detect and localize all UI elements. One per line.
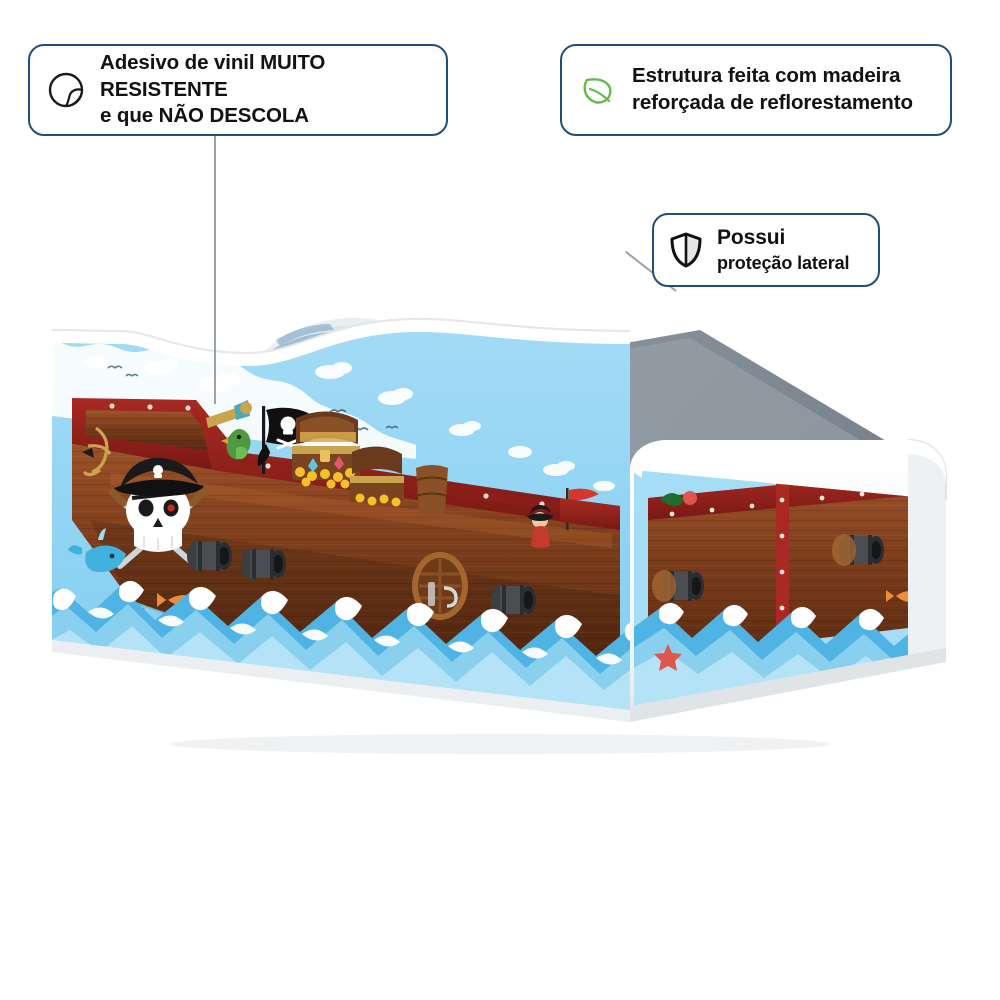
callout-protection-text: Possui proteção lateral [717,224,850,277]
parrot [221,428,251,460]
treasure-chest [292,411,360,489]
anchor [82,426,112,477]
callout-wood-text: Estrutura feita com madeira reforçada de… [632,63,913,116]
leader-line-vinyl [214,136,216,404]
treasure-chest-small [350,446,404,507]
callout-protection: Possui proteção lateral [652,213,880,287]
sticker-peel-icon [46,70,86,110]
side-rail-top-edge [51,317,631,366]
callout-wood-line2: reforçada de reflorestamento [632,91,913,114]
shield-icon [668,231,704,269]
telescope [206,400,252,428]
callout-vinyl-line2: e que NÃO DESCOLA [100,104,310,128]
callout-protection-line1: Possui [717,225,786,249]
starfish [654,644,682,671]
callout-vinyl: Adesivo de vinil MUITO RESISTENTE e que … [28,44,448,136]
side-panel-artwork [52,318,630,718]
pirate-figure [527,505,554,548]
leaf-icon [578,70,618,110]
callout-vinyl-text: Adesivo de vinil MUITO RESISTENTE e que … [100,50,432,130]
bed-frame-footboard [630,439,947,722]
whale [68,528,126,572]
cannons [187,541,536,615]
callout-protection-line2: proteção lateral [717,253,850,273]
callout-wood-line1: Estrutura feita com madeira [632,64,901,88]
skull-emblem [108,458,208,569]
porthole-hatch [412,552,468,620]
barrel [415,465,448,515]
callout-wood: Estrutura feita com madeira reforçada de… [560,44,952,136]
callout-vinyl-line1: Adesivo de vinil MUITO RESISTENTE [100,51,326,101]
